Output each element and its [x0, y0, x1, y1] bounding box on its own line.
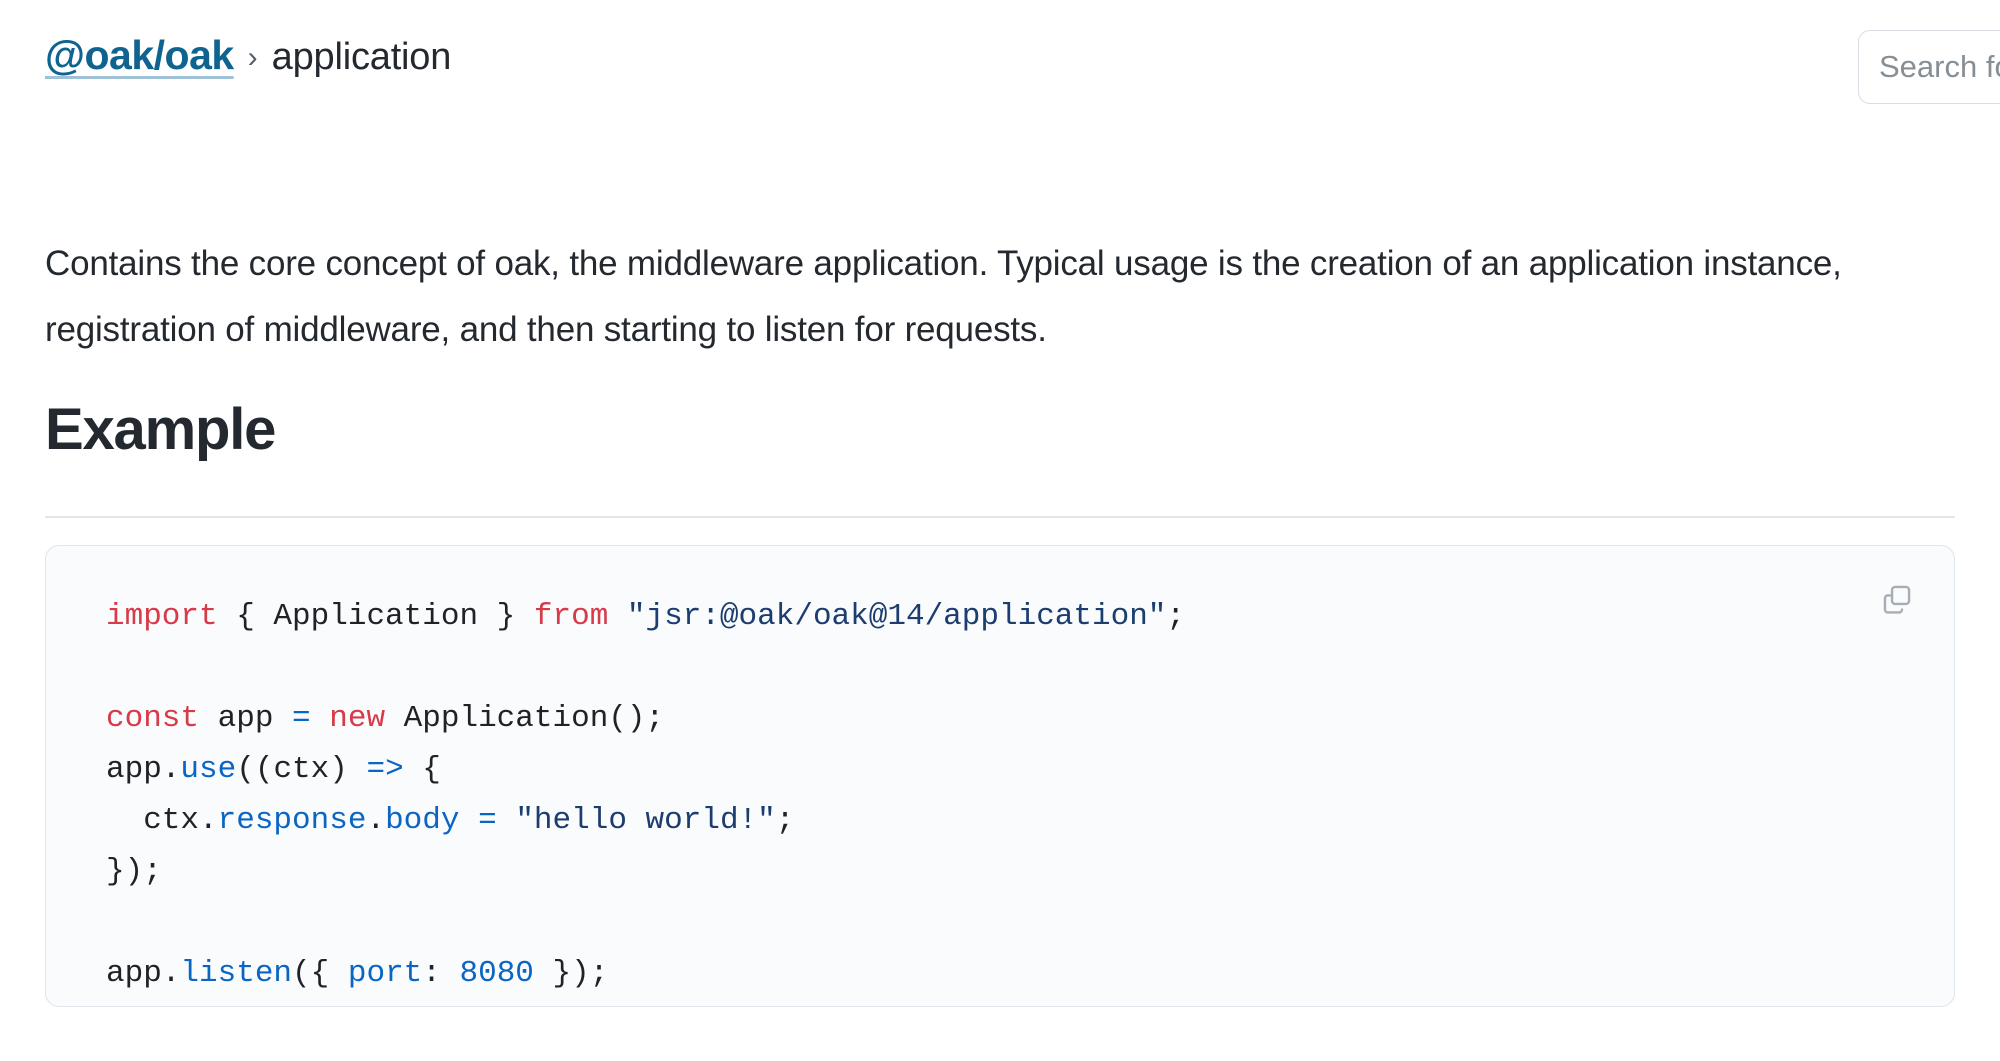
code-token [311, 701, 330, 736]
code-token: "jsr:@oak/oak@14/application" [626, 599, 1167, 634]
code-token: app. [106, 752, 181, 787]
code-token: new [329, 701, 386, 736]
code-content[interactable]: import { Application } from "jsr:@oak/oa… [46, 546, 1245, 1006]
code-token: ; [1166, 599, 1186, 634]
copy-icon [1883, 585, 1911, 614]
code-token: : [422, 956, 460, 991]
module-description: Contains the core concept of oak, the mi… [45, 244, 1842, 349]
breadcrumb-package-link[interactable]: @oak/oak [45, 32, 234, 78]
code-token [497, 803, 516, 838]
code-token: ctx. [106, 803, 218, 838]
search-box[interactable] [1858, 30, 2000, 104]
code-token: Application(); [385, 701, 665, 736]
section-heading-example: Example [45, 397, 276, 462]
code-token: use [180, 752, 237, 787]
code-token: = [292, 701, 311, 736]
breadcrumb: @oak/oak › application [45, 32, 451, 79]
search-input[interactable] [1879, 49, 2000, 85]
code-token: port [347, 956, 423, 991]
section-divider [45, 516, 1955, 518]
code-token: listen [180, 956, 293, 991]
code-token: ; [775, 803, 795, 838]
code-token: = [478, 803, 497, 838]
copy-code-button[interactable] [1874, 576, 1920, 622]
chevron-right-icon: › [247, 41, 258, 74]
code-token: response [217, 803, 367, 838]
code-token: => [366, 752, 404, 787]
code-token: 8080 [459, 956, 534, 991]
code-token: import [106, 599, 218, 634]
code-token: ({ [292, 956, 348, 991]
code-token: from [533, 599, 609, 634]
code-token: app [199, 701, 293, 736]
code-token [459, 803, 478, 838]
code-token: const [106, 701, 200, 736]
breadcrumb-current-page: application [271, 36, 452, 78]
code-tokens: import { Application } from "jsr:@oak/oa… [106, 599, 1185, 991]
code-token: . [366, 803, 386, 838]
code-token: }); [106, 854, 162, 889]
code-token: { [403, 752, 441, 787]
code-token: ((ctx) [236, 752, 367, 787]
code-token: }); [533, 956, 609, 991]
code-block: import { Application } from "jsr:@oak/oa… [45, 545, 1955, 1007]
page-header: @oak/oak › application [0, 0, 2000, 140]
code-token: app. [106, 956, 181, 991]
code-token: { Application } [217, 599, 534, 634]
code-token [608, 599, 627, 634]
code-token: "hello world!" [515, 803, 776, 838]
code-token: body [385, 803, 460, 838]
